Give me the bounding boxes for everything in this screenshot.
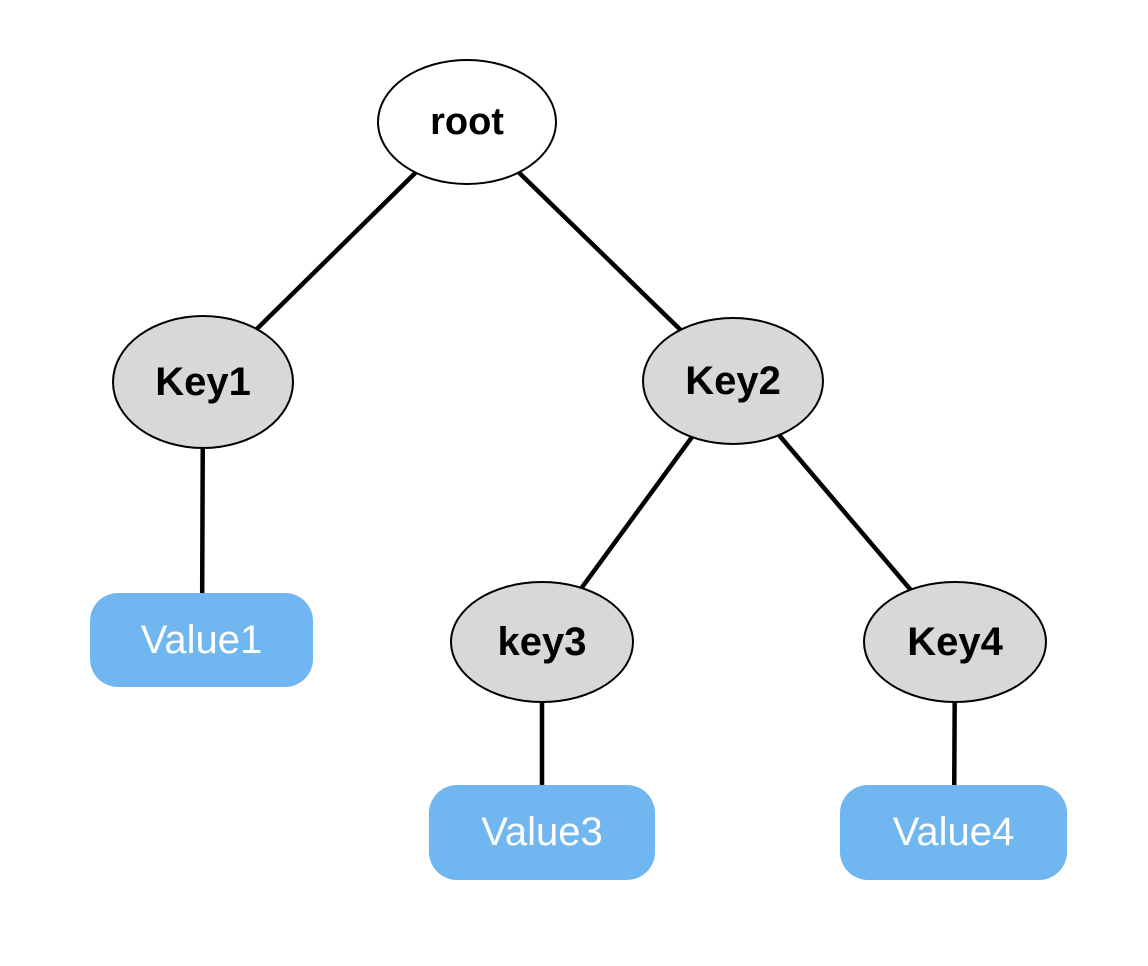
- tree-node-root-label: root: [430, 100, 504, 143]
- tree-node-value4: Value4: [840, 785, 1067, 880]
- tree-node-key2: Key2: [642, 317, 824, 445]
- tree-node-value4-label: Value4: [892, 810, 1015, 854]
- tree-node-key4: Key4: [863, 581, 1047, 703]
- tree-node-value1: Value1: [90, 593, 313, 687]
- tree-node-key3-label: key3: [497, 619, 587, 664]
- tree-node-key3: key3: [450, 581, 634, 703]
- tree-node-key2-label: Key2: [685, 358, 781, 403]
- tree-node-value3: Value3: [429, 785, 655, 880]
- tree-node-key1: Key1: [112, 315, 294, 449]
- tree-node-value1-label: Value1: [140, 617, 263, 662]
- tree-node-key4-label: Key4: [907, 619, 1003, 664]
- tree-node-root: root: [377, 59, 557, 185]
- tree-node-key1-label: Key1: [155, 359, 251, 404]
- tree-node-value3-label: Value3: [481, 810, 603, 854]
